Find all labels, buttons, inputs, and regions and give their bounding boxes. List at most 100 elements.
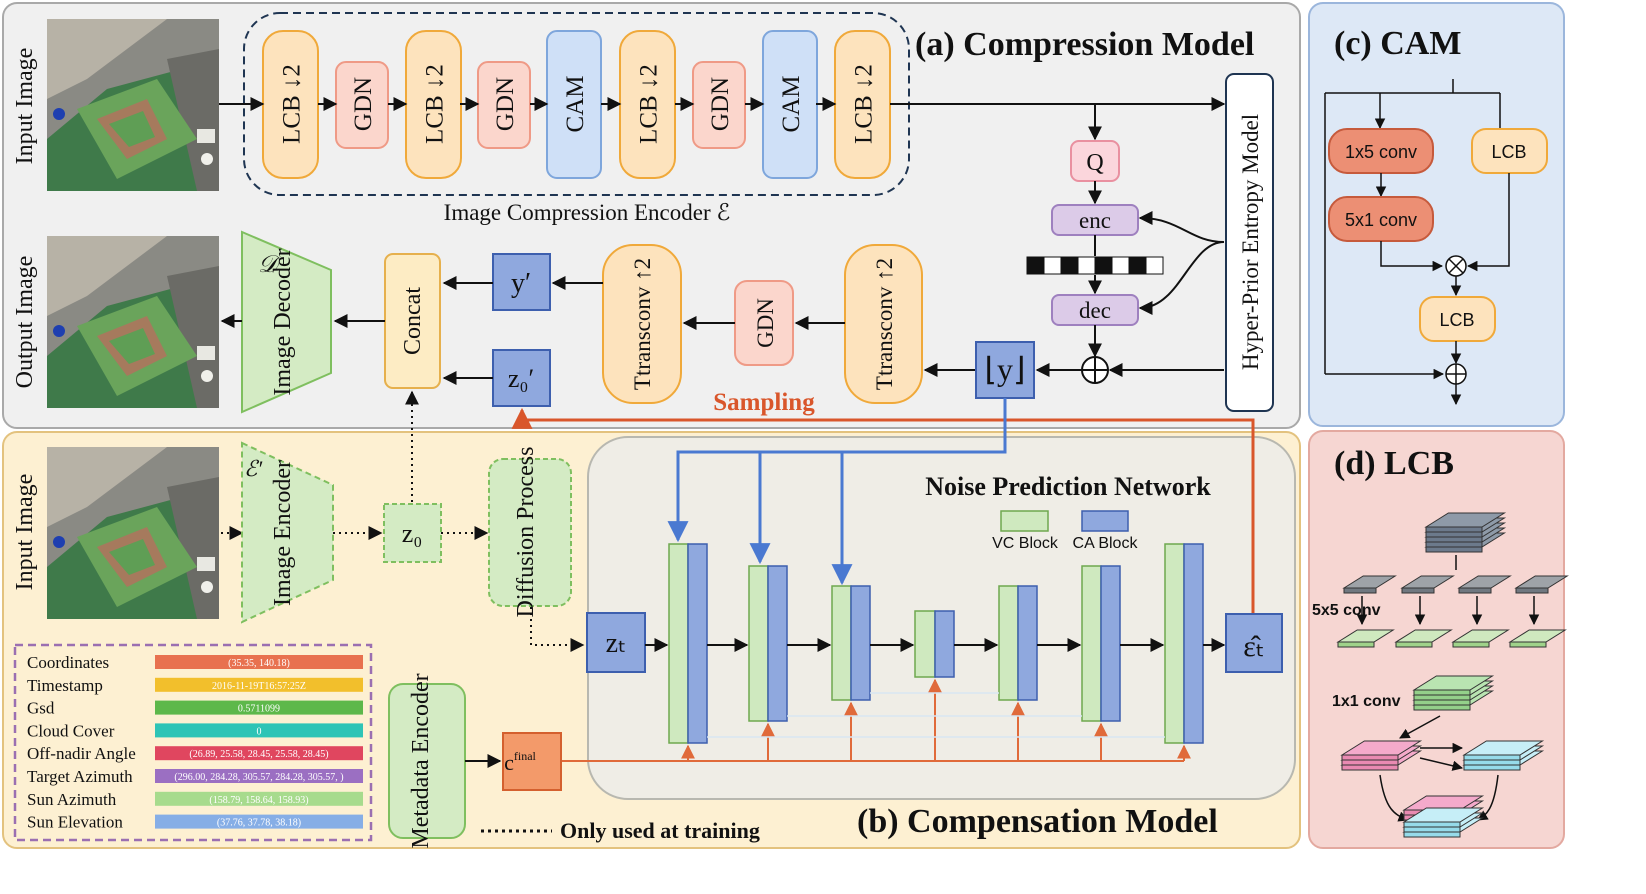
zt-block [586, 612, 646, 673]
cam-add [1445, 363, 1467, 385]
transconv-left-label: Ttransconv ↑2 [630, 258, 655, 390]
lcb-input-stack [1425, 526, 1483, 533]
lcb-5x5-kernel [1458, 587, 1492, 594]
image-decoder [241, 230, 332, 414]
bit-cell [1026, 256, 1045, 275]
ca-block [1183, 543, 1204, 744]
vc-block [998, 585, 1019, 701]
quantized-y-block [975, 341, 1035, 399]
lcb-1x1-label: 1x1 conv [1332, 693, 1401, 710]
metadata-key: Off-nadir Angle [27, 744, 136, 763]
bit-cell [1060, 256, 1079, 275]
lcb-1x1-stack [1413, 694, 1471, 701]
lcb-1x1-stack [1413, 699, 1471, 706]
lcb-cyan-stack [1463, 759, 1521, 766]
encoder-cam-block-label: CAM [778, 76, 805, 133]
metadata-value: (158.79, 158.64, 158.93) [209, 795, 308, 806]
lcb-5x5-kernel [1515, 587, 1549, 594]
ca-block [934, 610, 955, 678]
legend-ca-label: CA Block [1073, 535, 1139, 552]
metadata-bar [155, 746, 363, 761]
metadata-encoder-label: Metadata Encoder [408, 673, 434, 848]
encoder-lcb-block-label: LCB ↓2 [422, 64, 449, 144]
c-final-block [502, 732, 562, 791]
hyper-prior-entropy-model [1225, 73, 1274, 412]
training-note: Only used at training [560, 818, 760, 843]
metadata-box [13, 643, 373, 842]
ca-block [687, 543, 708, 744]
metadata-bar [155, 677, 363, 692]
bitstream [1026, 256, 1164, 275]
metadata-value: (37.76, 37.78, 38.18) [217, 818, 301, 829]
encoder-gdn-block-label: GDN [350, 77, 377, 131]
bit-cell [1145, 256, 1164, 275]
lcb-feature-map [1452, 641, 1490, 648]
encoder-caption: Image Compression Encoder ℰ [444, 200, 731, 225]
input-image-label-top: Input Image [12, 48, 38, 165]
input-image-top [47, 19, 219, 191]
encoder-lcb-block-label: LCB ↓2 [636, 64, 663, 144]
metadata-value: 0 [257, 726, 262, 737]
cam-lcb-right-label: LCB [1491, 142, 1526, 162]
legend-vc-label: VC Block [992, 535, 1059, 552]
eps-label: ε̂ₜ [1243, 630, 1264, 663]
concat-label: Concat [400, 287, 426, 355]
noise-net-title: Noise Prediction Network [925, 472, 1211, 501]
cam-lcb-bottom-label: LCB [1439, 310, 1474, 330]
cam-multiply [1445, 255, 1467, 277]
bit-cell [1094, 256, 1113, 275]
metadata-bar [155, 723, 363, 738]
metadata-bar [155, 791, 363, 806]
metadata-bar [155, 814, 363, 829]
encoder-lcb-block-label: LCB ↓2 [279, 64, 306, 144]
lcb-input-stack [1425, 541, 1483, 548]
lcb-input-stack [1425, 531, 1483, 538]
vc-block [914, 610, 936, 678]
y-prime-label: y′ [511, 268, 531, 299]
output-image-label: Output Image [12, 256, 38, 389]
vc-block [668, 543, 689, 744]
bit-cell [1128, 256, 1147, 275]
lcb-output-cyan [1403, 831, 1461, 838]
quantized-y-label: ⌊y⌋ [985, 351, 1026, 387]
metadata-value: (296.00, 284.28, 305.57, 284.28, 305.57,… [174, 772, 343, 783]
add-operator [1081, 356, 1109, 384]
encoder-lcb-block-label: LCB ↓2 [851, 64, 878, 144]
lcb-diagram [1336, 512, 1569, 838]
image-encoder [241, 441, 334, 624]
sampling-label: Sampling [713, 389, 815, 416]
image-encoder-label: Image Encoder [270, 460, 296, 606]
metadata-key: Cloud Cover [27, 721, 115, 740]
lcb-1x1-stack [1413, 689, 1471, 696]
encoder-cam-block-label: CAM [562, 76, 589, 133]
lcb-feature-map [1509, 641, 1547, 648]
lcb-feature-map [1337, 641, 1375, 648]
encoder-gdn-block-label: GDN [707, 77, 734, 131]
cam-title: (c) CAM [1334, 25, 1461, 62]
metadata-bar [155, 655, 363, 669]
lcb-5x5-kernel [1343, 587, 1377, 594]
ca-block [1100, 565, 1121, 722]
z0-label: z₀ [402, 519, 423, 548]
input-image-bottom [47, 447, 219, 619]
vc-block [831, 585, 852, 701]
metadata-bar [155, 769, 363, 783]
vc-block [1081, 565, 1102, 722]
transconv-left [602, 244, 682, 404]
q-label: Q [1086, 150, 1103, 176]
legend-vc-swatch [1000, 510, 1049, 532]
lcb-5x5-kernel [1401, 587, 1435, 594]
compensation-title: (b) Compensation Model [857, 803, 1218, 840]
z0-prime-label: z₀′ [508, 364, 534, 393]
transconv-right-label: Ttransconv ↑2 [872, 258, 897, 390]
ca-block [1017, 585, 1038, 701]
eps-block [1225, 613, 1283, 673]
lcb-1x1-stack [1413, 704, 1471, 711]
ca-block [850, 585, 871, 701]
vc-block [748, 565, 769, 722]
c-final-label: cfinal [504, 749, 536, 775]
output-image [47, 236, 219, 408]
bit-cell [1043, 256, 1062, 275]
diffusion-label: Diffusion Process [513, 447, 539, 618]
metadata-key: Gsd [27, 699, 55, 718]
